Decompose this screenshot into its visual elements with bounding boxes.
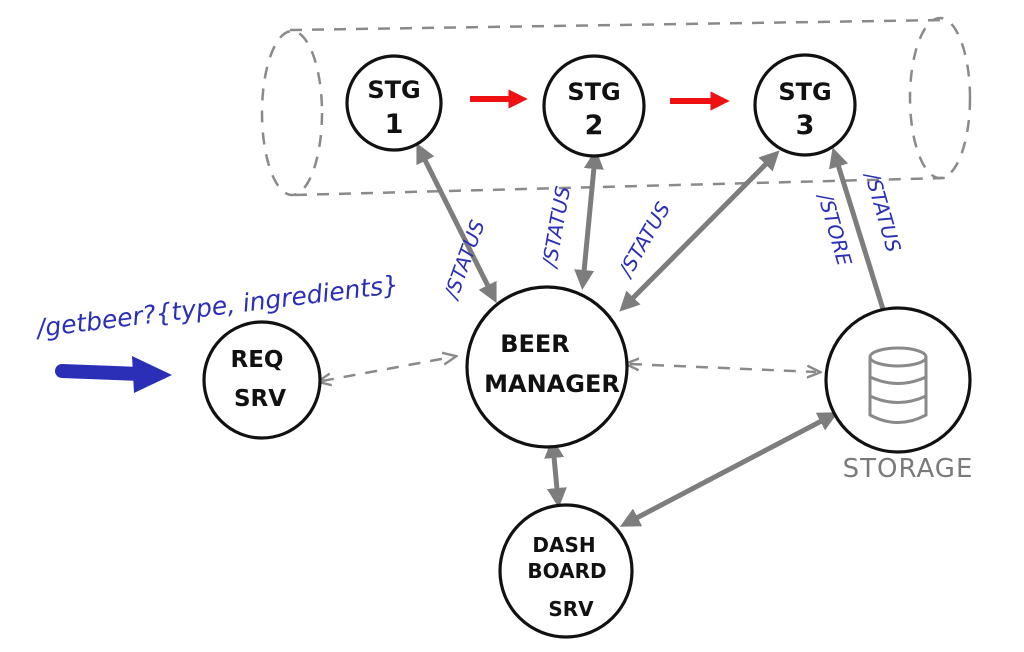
- svg-text:BEER: BEER: [500, 330, 570, 358]
- status-link-stg2: [574, 149, 604, 290]
- svg-text:REQ: REQ: [231, 347, 284, 373]
- manager-storage-link: [630, 364, 816, 372]
- edge-label-status-stg3: /STATUS: [613, 198, 676, 283]
- storage-node: STORAGE: [824, 306, 974, 484]
- request-arrow: [55, 356, 172, 393]
- svg-text:1: 1: [385, 109, 404, 140]
- svg-text:SRV: SRV: [548, 597, 594, 621]
- svg-text:STG: STG: [778, 78, 831, 106]
- database-icon: [868, 346, 928, 424]
- request-service-node: REQ SRV: [202, 320, 322, 440]
- beer-manager-node: BEER MANAGER: [465, 285, 629, 449]
- status-link-stg1: [416, 142, 497, 304]
- storage-label: STORAGE: [843, 454, 974, 484]
- request-endpoint-label: /getbeer?{type, ingredients}: [33, 270, 400, 343]
- manager-dashboard-link: [544, 438, 567, 508]
- stage-2-node: STG 2: [542, 54, 646, 158]
- stage-1-node: STG 1: [345, 54, 443, 152]
- svg-text:MANAGER: MANAGER: [484, 370, 620, 398]
- dashboard-storage-link: [619, 412, 839, 527]
- dashboard-service-node: DASH BOARD SRV: [498, 503, 634, 639]
- svg-text:SRV: SRV: [234, 386, 286, 412]
- svg-text:DASH: DASH: [532, 533, 595, 557]
- svg-text:3: 3: [796, 110, 815, 141]
- edge-label-status-stg2: /STATUS: [537, 184, 575, 271]
- status-link-storage: [829, 147, 890, 323]
- pipeline-cylinder: [260, 16, 972, 197]
- svg-text:2: 2: [585, 110, 604, 141]
- status-link-stg3: [619, 150, 780, 312]
- req-manager-link: [322, 357, 452, 381]
- stage-3-node: STG 3: [753, 53, 857, 157]
- svg-text:STG: STG: [567, 78, 620, 106]
- edge-label-status-stg1: /STATUS: [438, 217, 489, 304]
- edge-label-status-storage: /STATUS: [860, 168, 906, 255]
- svg-text:STG: STG: [367, 76, 420, 104]
- svg-text:BOARD: BOARD: [527, 559, 606, 583]
